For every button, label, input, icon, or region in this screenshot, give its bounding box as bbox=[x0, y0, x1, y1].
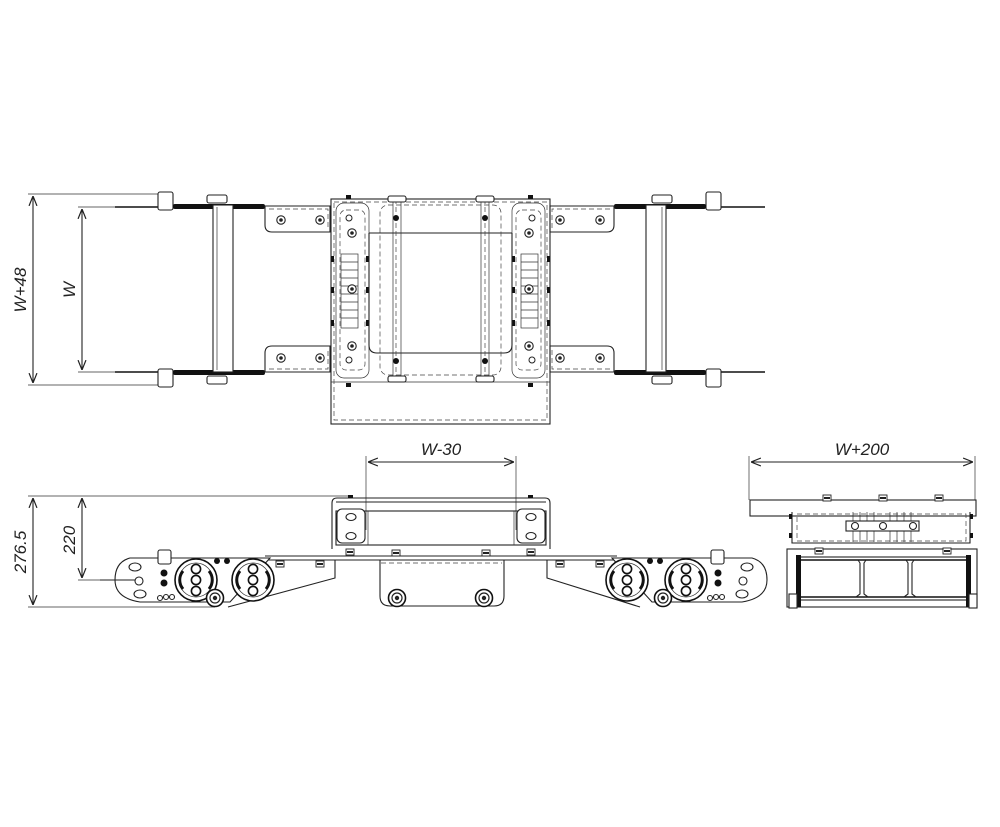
dimension-w: W bbox=[60, 206, 160, 373]
dim-label-w-plus-200: W+200 bbox=[835, 440, 890, 459]
side-platform bbox=[265, 495, 617, 608]
dim-label-276-5: 276.5 bbox=[11, 530, 30, 574]
central-frame bbox=[330, 195, 551, 425]
dim-label-w: W bbox=[60, 280, 79, 298]
left-track-bogie bbox=[100, 549, 336, 608]
dimension-220: 220 bbox=[60, 498, 125, 581]
right-track-bogie bbox=[546, 549, 768, 608]
left-track-arm bbox=[115, 191, 331, 388]
dimension-w-plus-200: W+200 bbox=[748, 440, 976, 500]
dimension-w-minus-30: W-30 bbox=[365, 440, 517, 530]
dim-label-220: 220 bbox=[60, 525, 79, 555]
dim-label-w-plus-48: W+48 bbox=[11, 267, 30, 312]
right-grille bbox=[520, 253, 539, 329]
dimension-276-5: 276.5 bbox=[11, 495, 350, 608]
plan-view: W+48 W bbox=[11, 191, 765, 425]
side-view: W-30 276.5 220 bbox=[11, 440, 768, 608]
dimension-w-plus-48: W+48 bbox=[11, 193, 160, 386]
dim-label-w-minus-30: W-30 bbox=[421, 440, 462, 459]
right-track-arm bbox=[549, 191, 765, 388]
end-view: W+200 bbox=[748, 440, 978, 609]
